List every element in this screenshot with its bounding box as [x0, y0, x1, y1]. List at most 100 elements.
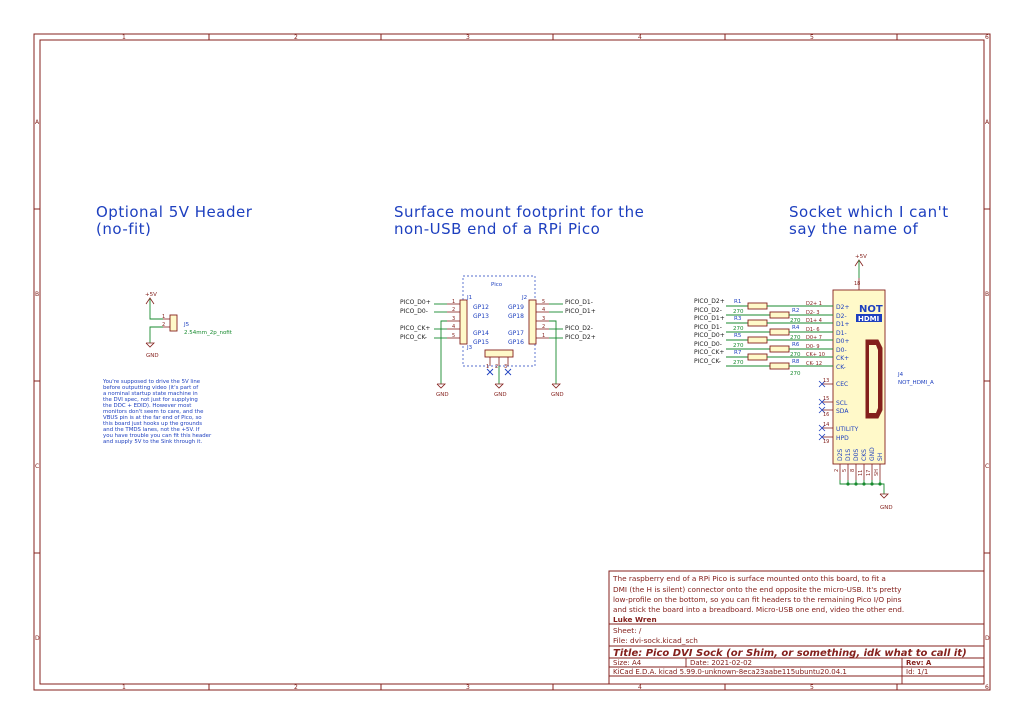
net-label: PICO_D0- [694, 341, 722, 348]
row-label-a: A [35, 119, 40, 126]
j4-bottom-pin-num: 8 [850, 469, 856, 472]
j5-header[interactable]: +5V GND 1 2 J5 2.54mm_2p_nofit [145, 292, 233, 359]
socket-pin-label: D2+ 1 [806, 301, 822, 307]
net-label: PICO_D1- [694, 324, 722, 331]
col-label-2-bottom: 2 [294, 684, 298, 691]
id-label: Id: 1/1 [906, 668, 928, 676]
resistor-body [747, 319, 768, 327]
note-line: and supply 5V to the Sink through it. [103, 439, 203, 445]
row-label-c-right: C [985, 463, 989, 470]
title-block: The raspberry end of a RPi Pico is surfa… [608, 570, 985, 685]
resistor-value: 270 [733, 326, 744, 332]
net-label: PICO_D0- [400, 308, 428, 315]
net-label: PICO_D0+ [694, 332, 725, 339]
socket-top-pin-num: 18 [854, 281, 860, 287]
resistor-row[interactable]: PICO_D1+ R3 270 D1+ 4 [694, 315, 833, 327]
j2-pin-name: GP17 [508, 330, 524, 337]
resistor-row[interactable]: PICO_D2- 270 R2 D2- 3 [694, 307, 833, 319]
net-label: PICO_CK- [694, 358, 721, 365]
j4-bottom-pin-name: D0S [853, 449, 860, 461]
j2-pin-num: 3 [542, 316, 545, 322]
hdmi-port-inner [869, 345, 878, 413]
j2-pin-name: GP18 [508, 313, 524, 320]
note-line: and the TMDS lanes, not the +5V. If [103, 427, 199, 433]
pico-section-subtitle: non-USB end of a RPi Pico [394, 220, 600, 238]
resistor-body [769, 328, 790, 336]
j3-pin-num: 1 [486, 364, 489, 370]
col-label-6-bottom: 6 [985, 684, 989, 691]
row-label-b-right: B [985, 291, 989, 298]
j4-pin-num: 15 [823, 396, 829, 402]
resistor-ref: R6 [792, 342, 800, 348]
j1-pin-num: 5 [452, 333, 455, 339]
j4-pin-name: SCL [836, 400, 848, 407]
j5-power-label: +5V [145, 292, 157, 298]
note-line: a nominal startup state machine in [103, 391, 198, 397]
header-note: You're supposed to drive the 5V line bef… [102, 379, 212, 445]
j2-pin-num: 1 [542, 333, 545, 339]
j3-pin-num: 3 [504, 364, 507, 370]
resistor-body [747, 336, 768, 344]
sheet-frame: 1 2 3 4 5 6 1 2 3 4 5 6 A B C D A B C D [33, 33, 991, 691]
j1-pin-num: 2 [452, 307, 455, 313]
j1-ref: J1 [466, 295, 472, 301]
date-label: Date: 2021-02-02 [690, 659, 752, 667]
j4-pin-name: D2- [836, 313, 847, 320]
net-label: PICO_D1+ [694, 315, 725, 322]
resistor-row[interactable]: PICO_CK- 270 R8 270 CK- 12 [694, 358, 833, 377]
j1-pin-num: 3 [452, 316, 455, 322]
col-label-4: 4 [638, 34, 642, 41]
resistor-ref: R8 [792, 359, 800, 365]
socket-pin-label: CK- 12 [806, 361, 822, 367]
resistor-row[interactable]: PICO_D0- 270 R6 D0- 9 [694, 341, 833, 353]
resistor-row[interactable]: PICO_D2+ R1 D2+ 1 [694, 298, 833, 310]
j4-bottom-pin-num: 11 [858, 470, 864, 476]
col-label-3-bottom: 3 [466, 684, 470, 691]
resistor-value: 270 [733, 309, 744, 315]
j1-pin-name: GP15 [473, 339, 489, 346]
pico-section-title: Surface mount footprint for the [394, 203, 644, 221]
resistor-ref: R7 [734, 350, 742, 356]
socket-pin-label: D0- 9 [806, 344, 820, 350]
net-label: PICO_CK+ [400, 325, 430, 332]
j4-pin-name: D0- [836, 347, 847, 354]
resistor-row[interactable]: PICO_CK+ R7 270 CK+ 10 [694, 349, 833, 361]
resistor-body [769, 311, 790, 319]
header-section-title: Optional 5V Header [96, 203, 253, 221]
j5-pin1-num: 1 [162, 314, 165, 320]
resistor-row[interactable]: PICO_D0+ R5 270 D0+ 7 [694, 332, 833, 344]
j4-pin-num: 14 [823, 422, 829, 428]
j4-bottom-pin-name: CKS [861, 449, 868, 461]
net-label: PICO_D1- [565, 299, 593, 306]
author: Luke Wren [613, 615, 657, 624]
j1-pin-name: GP13 [473, 313, 489, 320]
j4-pin-name: SDA [836, 408, 849, 415]
socket-pin-label: D2- 3 [806, 310, 820, 316]
j4-pin-name: CEC [836, 381, 848, 388]
comment-line: DMI (the H is silent) connector onto the… [613, 585, 902, 594]
j2-pin-num: 4 [542, 307, 545, 313]
j4-socket[interactable]: +5V 18 NOT HDMI D2+ D2- D1+ D1- D0+ D0- … [818, 254, 934, 511]
net-label: PICO_D2+ [565, 334, 596, 341]
not-logo: NOT [859, 304, 883, 315]
j1-connector[interactable]: J1 1 2 3 4 5 GP12 GP13 GP14 GP15 PICO_D0… [400, 295, 489, 398]
rev-label: Rev: A [906, 659, 932, 667]
header-section-subtitle: (no-fit) [96, 220, 151, 238]
resistor-row[interactable]: PICO_D1- 270 R4 D1- 6 [694, 324, 833, 336]
resistor-body [747, 353, 768, 361]
j4-pin-num: 16 [823, 412, 829, 418]
j2-connector[interactable]: J2 5 4 3 2 1 GP19 GP18 GP17 GP16 PICO_D1… [508, 295, 596, 398]
note-line: before outputting video (it's part of [103, 385, 198, 391]
j1-pin-name: GP14 [473, 330, 489, 337]
j3-connector[interactable]: J3 1 2 3 GND [466, 345, 514, 398]
comment-line: low-profile on the bottom, so you can fi… [613, 595, 902, 604]
resistor-value: 270 [790, 335, 801, 341]
resistor-body [769, 345, 790, 353]
note-line: monitors don't seem to care, and the [103, 409, 204, 415]
col-label-1-bottom: 1 [122, 684, 126, 691]
col-label-4-bottom: 4 [638, 684, 642, 691]
j1-pin-num: 4 [452, 324, 455, 330]
net-label: PICO_D2+ [694, 298, 725, 305]
row-label-b: B [35, 291, 39, 298]
